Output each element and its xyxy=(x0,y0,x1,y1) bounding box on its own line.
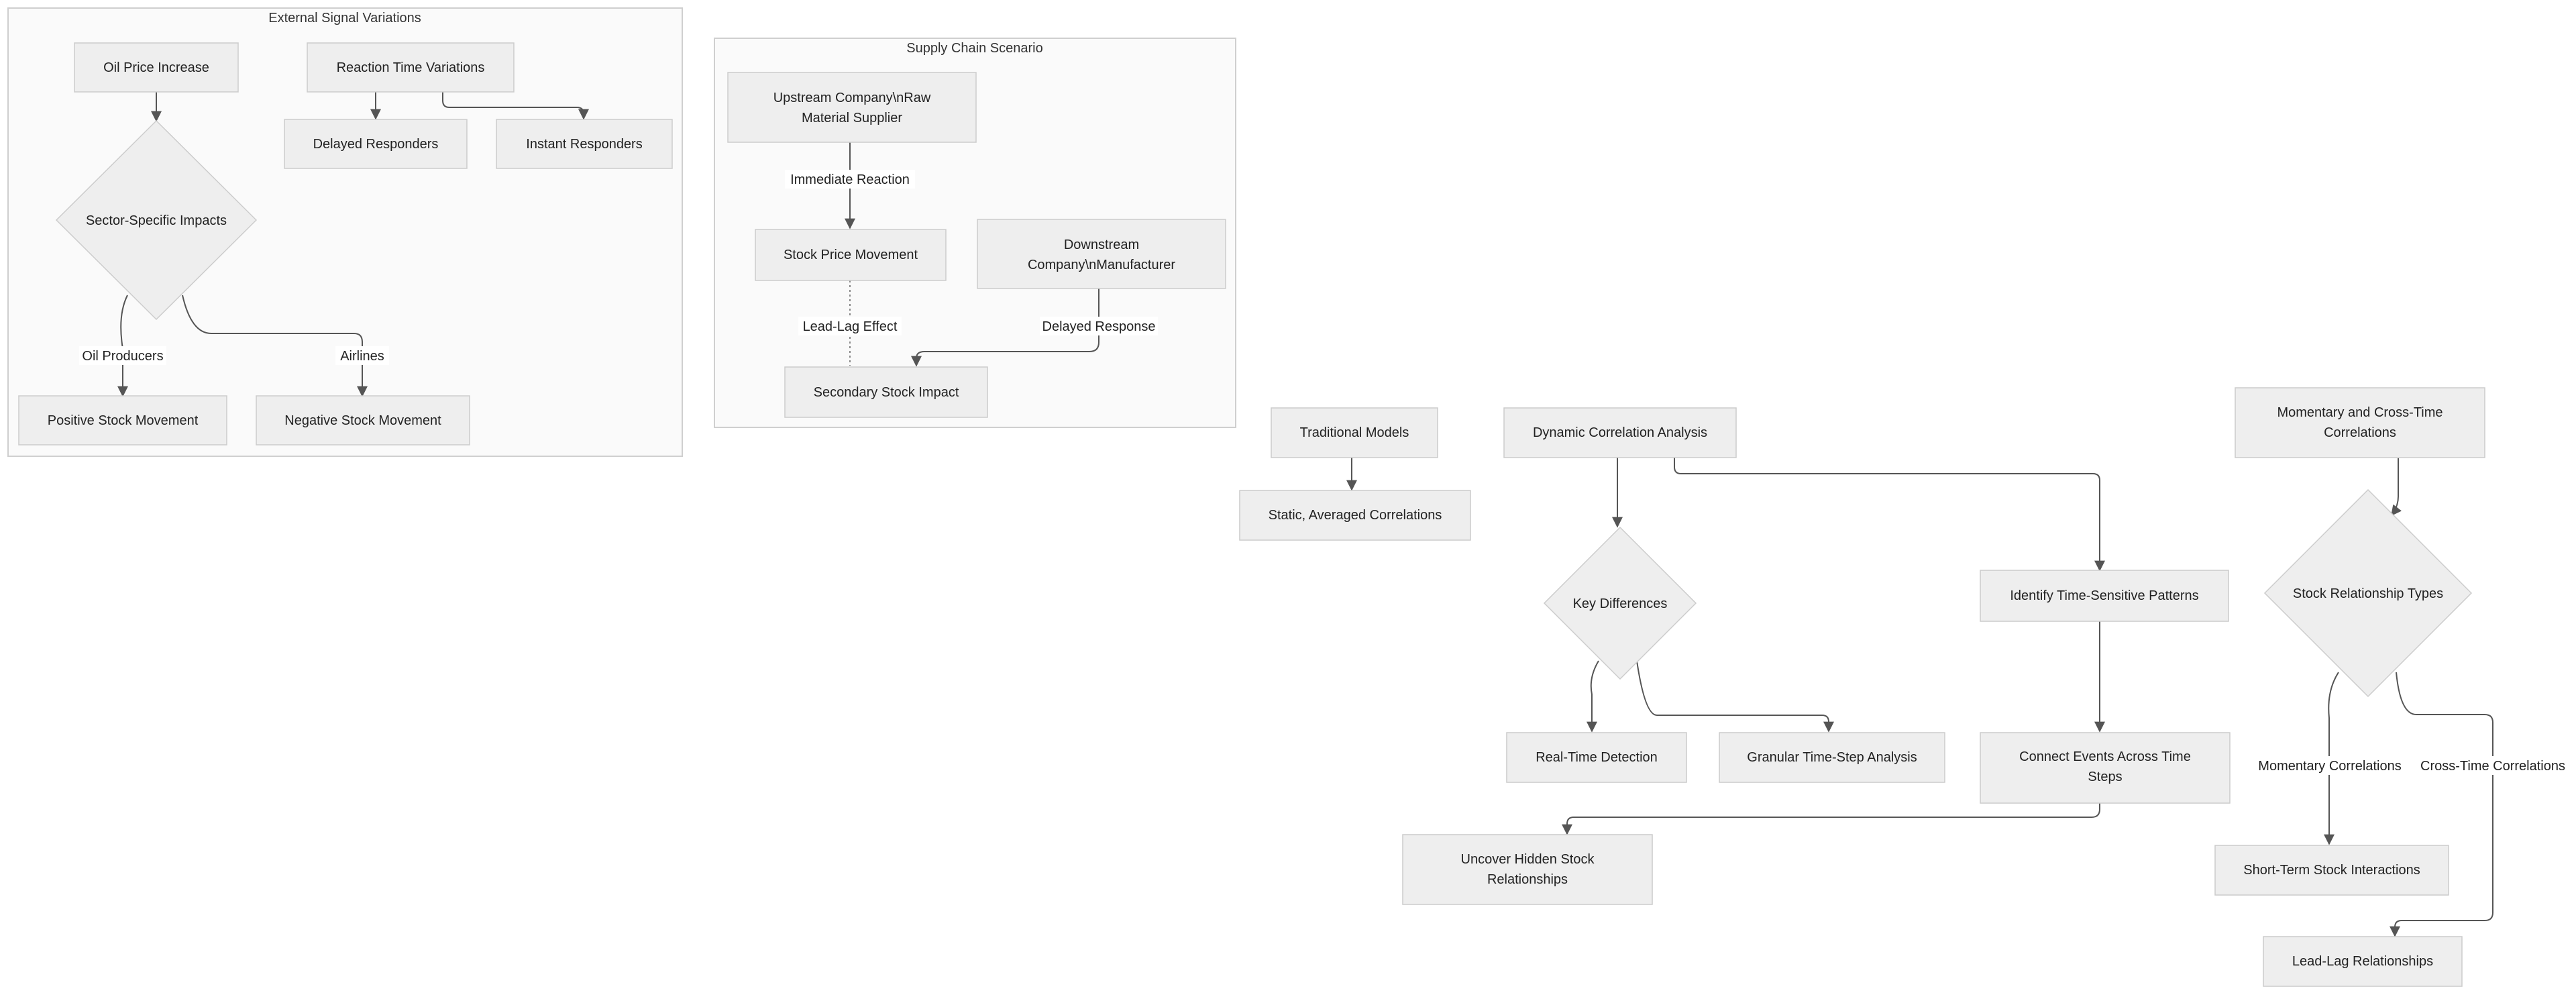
node-label: Positive Stock Movement xyxy=(48,413,199,428)
edge-reaction-to-instant xyxy=(442,92,589,120)
node-label-line-2: Steps xyxy=(2088,770,2122,784)
cluster-title-external: External Signal Variations xyxy=(268,11,421,25)
node-connect-events-across-time-steps: Connect Events Across Time Steps xyxy=(1980,732,2231,804)
node-delayed-responders: Delayed Responders xyxy=(284,119,468,169)
node-label: Lead-Lag Relationships xyxy=(2292,954,2433,969)
node-label: Stock Relationship Types xyxy=(2293,586,2443,601)
edge-label-oil-producers: Oil Producers xyxy=(82,349,163,364)
edge-labels: Oil Producers Airlines Immediate Reactio… xyxy=(79,170,2571,775)
node-label: Sector-Specific Impacts xyxy=(86,213,227,228)
node-label: Short-Term Stock Interactions xyxy=(2243,863,2420,878)
node-real-time-detection: Real-Time Detection xyxy=(1506,732,1687,783)
edge-momentary-to-types xyxy=(2391,458,2402,517)
node-identify-time-sensitive-patterns: Identify Time-Sensitive Patterns xyxy=(1980,570,2229,622)
node-label: Stock Price Movement xyxy=(784,248,918,262)
node-label-line-2: Company\nManufacturer xyxy=(1028,258,1175,272)
node-label-line-1: Downstream xyxy=(1064,238,1139,252)
node-upstream-company: Upstream Company\nRaw Material Supplier xyxy=(727,72,977,143)
node-stock-relationship-types: Stock Relationship Types xyxy=(2263,488,2473,698)
edge-types-to-shortterm xyxy=(2324,672,2339,845)
node-static-averaged-correlations: Static, Averaged Correlations xyxy=(1239,490,1471,541)
node-reaction-time-variations: Reaction Time Variations xyxy=(307,42,515,93)
node-label: Granular Time-Step Analysis xyxy=(1747,750,1917,765)
node-label: Oil Price Increase xyxy=(103,60,209,75)
node-label: Instant Responders xyxy=(526,137,642,152)
node-label: Reaction Time Variations xyxy=(337,60,485,75)
edge-downstream-to-secondary xyxy=(911,289,1099,367)
edge-label-momentary-correlations: Momentary Correlations xyxy=(2258,759,2401,774)
node-label-line-1: Uncover Hidden Stock xyxy=(1461,852,1595,867)
node-sector-specific-impacts: Sector-Specific Impacts xyxy=(55,119,258,321)
node-downstream-company: Downstream Company\nManufacturer xyxy=(977,219,1226,289)
edge-label-cross-time-correlations: Cross-Time Correlations xyxy=(2420,759,2565,774)
edge-label-delayed-response: Delayed Response xyxy=(1042,319,1156,334)
node-key-differences: Key Differences xyxy=(1543,526,1697,680)
node-instant-responders: Instant Responders xyxy=(496,119,673,169)
edge-types-to-leadlag xyxy=(2390,672,2493,937)
cluster-title-supply: Supply Chain Scenario xyxy=(906,41,1042,56)
node-label: Traditional Models xyxy=(1300,425,1409,440)
node-label-line-2: Material Supplier xyxy=(802,111,902,125)
node-momentary-and-cross-time-correlations: Momentary and Cross-Time Correlations xyxy=(2235,387,2485,458)
edge-keydiff-to-realtime xyxy=(1587,660,1599,733)
node-negative-stock-movement: Negative Stock Movement xyxy=(256,395,470,446)
edge-label-airlines: Airlines xyxy=(340,349,384,364)
node-traditional-models: Traditional Models xyxy=(1271,407,1438,458)
edge-dynamic-to-timesensitive xyxy=(1674,458,2105,572)
node-label: Identify Time-Sensitive Patterns xyxy=(2010,588,2198,603)
node-label-line-2: Correlations xyxy=(2324,425,2396,440)
node-lead-lag-relationships: Lead-Lag Relationships xyxy=(2263,936,2463,987)
node-label: Negative Stock Movement xyxy=(284,413,441,428)
node-stock-price-movement: Stock Price Movement xyxy=(755,229,947,281)
node-label-line-1: Connect Events Across Time xyxy=(2019,749,2191,764)
node-positive-stock-movement: Positive Stock Movement xyxy=(18,395,227,446)
node-label-line-1: Upstream Company\nRaw xyxy=(773,91,931,105)
node-oil-price-increase: Oil Price Increase xyxy=(74,42,239,93)
node-label-line-1: Momentary and Cross-Time xyxy=(2277,405,2443,420)
node-uncover-hidden-stock-relationships: Uncover Hidden Stock Relationships xyxy=(1402,834,1653,905)
edge-label-lead-lag-effect: Lead-Lag Effect xyxy=(803,319,898,334)
edge-keydiff-to-granular xyxy=(1636,660,1834,733)
node-label: Key Differences xyxy=(1573,596,1668,611)
node-label: Secondary Stock Impact xyxy=(814,385,959,400)
node-label: Delayed Responders xyxy=(313,137,439,152)
edge-sector-to-negative xyxy=(182,295,368,397)
edge-connect-to-hidden xyxy=(1562,803,2100,835)
node-short-term-stock-interactions: Short-Term Stock Interactions xyxy=(2214,845,2449,896)
node-label: Real-Time Detection xyxy=(1536,750,1658,765)
edge-label-immediate-reaction: Immediate Reaction xyxy=(790,172,910,187)
node-dynamic-correlation-analysis: Dynamic Correlation Analysis xyxy=(1503,407,1737,458)
node-granular-time-step-analysis: Granular Time-Step Analysis xyxy=(1719,732,1945,783)
node-label: Static, Averaged Correlations xyxy=(1269,508,1442,523)
node-label: Dynamic Correlation Analysis xyxy=(1533,425,1707,440)
node-secondary-stock-impact: Secondary Stock Impact xyxy=(784,366,988,418)
node-label-line-2: Relationships xyxy=(1487,872,1568,887)
